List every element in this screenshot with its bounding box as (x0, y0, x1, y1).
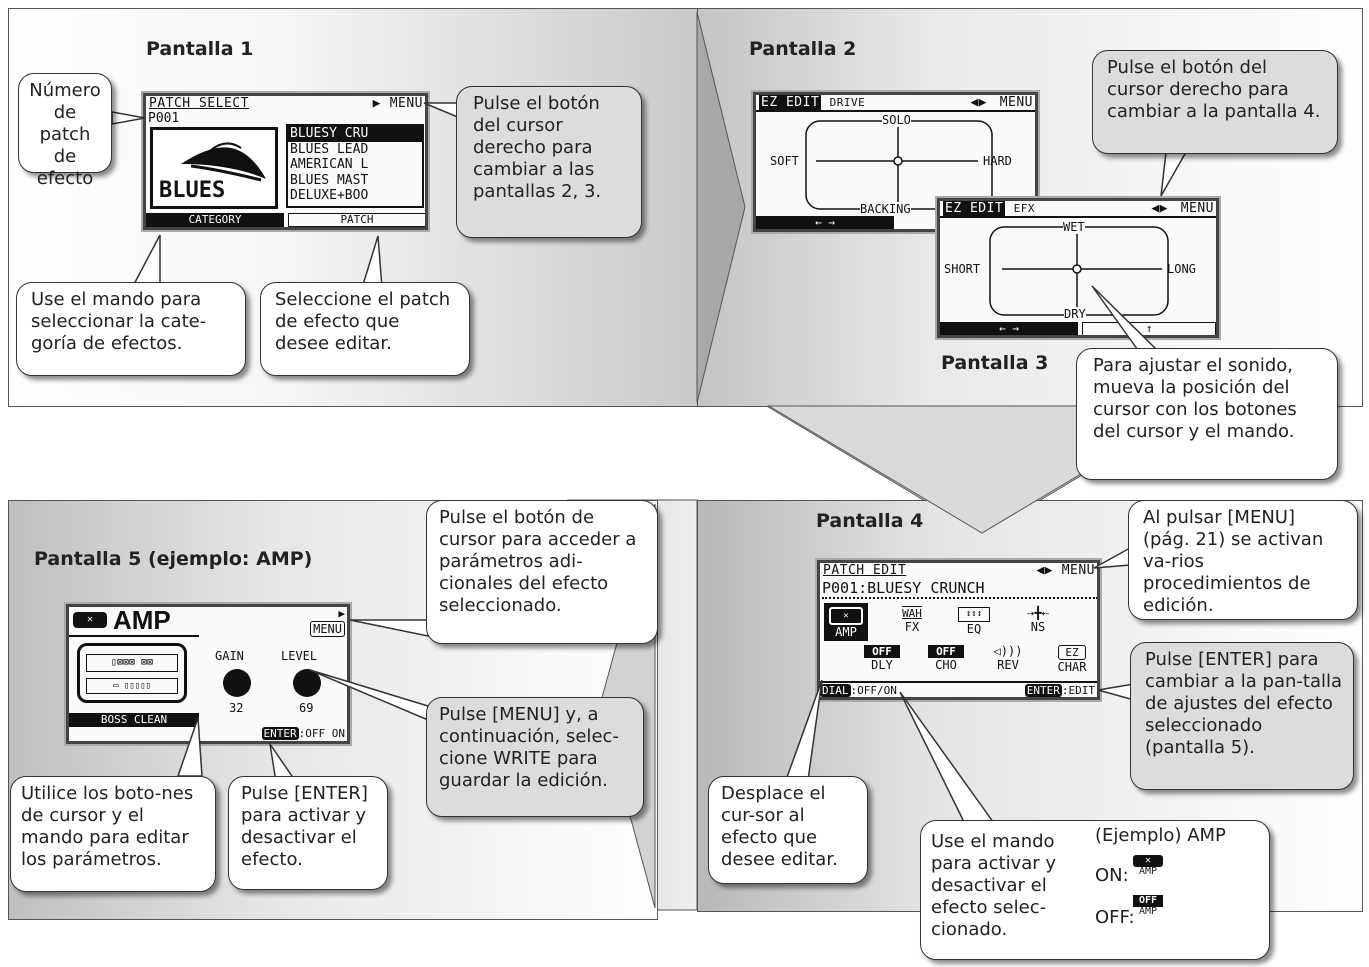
screen-1-menu: MENU (389, 96, 423, 111)
screen-3-right-label: LONG (1167, 262, 1196, 276)
softkey-patch[interactable]: PATCH (288, 213, 425, 227)
ez-icon: EZ (1058, 645, 1086, 660)
cursor-right-icon: ▶ (338, 607, 345, 620)
screen-3-softkey-right[interactable]: ↑ (1082, 322, 1216, 335)
callout-menu-edit: Al pulsar [MENU] (pág. 21) se activan va… (1128, 500, 1358, 620)
level-label: LEVEL (281, 649, 318, 663)
cursor-lr-icon: ◀▶ (970, 95, 987, 110)
callout-dial-toggle: Use el mando para activar y desactivar e… (920, 820, 1270, 960)
patch-list: BLUESY CRU BLUES LEAD AMERICAN L BLUES M… (286, 124, 424, 208)
callout-enter-toggle: Pulse [ENTER] para activar y desactivar … (228, 776, 388, 890)
panel-2-title: Pantalla 2 (749, 38, 857, 60)
screen-2-top-label: SOLO (882, 113, 911, 127)
amp-icon: ✕ (1133, 855, 1163, 867)
callout-move-cursor: Desplace el cur-sor al efecto que desee … (708, 776, 868, 884)
ns-icon: ⇢╋⇠ (1027, 606, 1049, 620)
callout-adjust-sound: Para ajustar el sonido, mueva la posició… (1076, 348, 1338, 480)
fx-block-rev[interactable]: ◁))) REV (986, 643, 1030, 679)
example-on-icon: ✕ AMP (1131, 855, 1165, 877)
screen-2-bottom-label: BACKING (860, 202, 911, 216)
callout-enter-p5: Pulse [ENTER] para cambiar a la pan-tall… (1130, 642, 1354, 790)
screen-2-left-label: SOFT (770, 154, 799, 168)
callout-right-cursor-p1: Pulse el botón del cursor derecho para c… (456, 86, 642, 238)
screen-3-top-label: WET (1063, 220, 1085, 234)
patch-list-item[interactable]: BLUES LEAD (290, 141, 369, 157)
panel-1-title: Pantalla 1 (146, 38, 254, 60)
patch-list-item[interactable]: BLUESY CRU (288, 126, 422, 142)
screen-3-bottom-label: DRY (1064, 307, 1086, 321)
callout-additional-params: Pulse el botón de cursor para acceder a … (426, 500, 658, 644)
screen-4-patch-name: P001:BLUESY CRUNCH (822, 579, 1097, 599)
callout-patch-number: Número de patch de efecto (18, 73, 112, 189)
category-name: BLUES (159, 178, 226, 203)
level-value: 69 (299, 701, 314, 715)
patch-list-item[interactable]: DELUXE+BOO (290, 188, 369, 203)
fx-block-dly[interactable]: OFF DLY (860, 643, 904, 679)
screen-1-header: PATCH SELECT ▶ MENU (149, 96, 423, 111)
screen-4-footer: DIAL:OFF/ON ENTER:EDIT (820, 681, 1097, 697)
cursor-lr-icon: ◀▶ (1151, 201, 1168, 216)
callout-write: Pulse [MENU] y, a continuación, selec-ci… (426, 697, 644, 817)
amp-icon: ✕ (829, 607, 863, 625)
example-off-icon: OFF AMP (1131, 895, 1165, 917)
cursor-right-icon: ▶ (372, 96, 381, 111)
wah-icon: WAH (902, 607, 922, 620)
callout-dial-toggle-text: Use el mando para activar y desactivar e… (931, 831, 1057, 940)
off-icon: OFF (864, 645, 900, 658)
fx-block-amp[interactable]: ✕ AMP (824, 603, 868, 641)
category-box: BLUES (150, 127, 278, 209)
screen-4-header: PATCH EDIT ◀▶ MENU (823, 563, 1095, 578)
example-title: (Ejemplo) AMP (1095, 825, 1226, 846)
callout-select-patch: Seleccione el patch de efecto que desee … (260, 282, 470, 376)
example-on-label: ON: (1095, 865, 1129, 886)
gain-knob[interactable] (223, 669, 251, 697)
screen-3-header: EZ EDIT EFX ◀▶ MENU (940, 201, 1216, 218)
screen-2-header: EZ EDIT DRIVE ◀▶ MENU (756, 95, 1035, 112)
panel-3-title: Pantalla 3 (941, 352, 1049, 374)
screen-2-right-label: HARD (983, 154, 1012, 168)
patch-list-item[interactable]: AMERICAN L (290, 157, 369, 172)
fx-block-eq[interactable]: ↕↕↕ EQ (952, 603, 996, 641)
gain-value: 32 (229, 701, 244, 715)
screen-5-footer: ENTER:OFF ON (261, 727, 345, 740)
screen-3-softkey-left[interactable]: ← → (940, 322, 1078, 335)
level-knob[interactable] (293, 669, 321, 697)
off-icon: OFF (928, 645, 964, 658)
panel-4-title: Pantalla 4 (816, 510, 924, 532)
hat-icon (181, 142, 266, 182)
screen-5-menu[interactable]: MENU (310, 621, 345, 637)
screen-3-left-label: SHORT (944, 262, 981, 276)
callout-edit-params: Utilice los boto-nes de cursor y el mand… (10, 776, 216, 892)
screen-4-lcd: PATCH EDIT ◀▶ MENU P001:BLUESY CRUNCH ✕ … (815, 558, 1102, 702)
panel-5-title: Pantalla 5 (ejemplo: AMP) (34, 548, 313, 570)
rev-icon: ◁))) (993, 644, 1023, 658)
screen-3-lcd: EZ EDIT EFX ◀▶ MENU WET SHORT LONG DRY ←… (935, 196, 1221, 340)
gain-label: GAIN (215, 649, 244, 663)
screen-1-patch-no: P001 (148, 111, 180, 126)
patch-list-item[interactable]: BLUES MAST (290, 172, 369, 188)
amp-icon: ✕ (73, 612, 107, 628)
eq-icon: ↕↕↕ (958, 607, 990, 622)
example-off-label: OFF: (1095, 907, 1135, 928)
fx-block-char[interactable]: EZ CHAR (1057, 645, 1087, 674)
amp-type-label[interactable]: BOSS CLEAN (69, 713, 199, 727)
screen-5-header: ✕ AMP (69, 607, 199, 637)
callout-select-category: Use el mando para seleccionar la cate-go… (16, 282, 246, 376)
off-icon: OFF (1133, 895, 1163, 907)
screen-1-lcd: PATCH SELECT ▶ MENU P001 BLUES BLUESY CR… (141, 91, 430, 232)
fx-block-fx[interactable]: WAH FX (890, 603, 934, 641)
amp-graphic: ▯⊠⊠⊠ ⊠⊠ ▭ ▯▯▯▯▯ (77, 643, 187, 703)
fx-block-cho[interactable]: OFF CHO (924, 643, 968, 679)
cursor-lr-icon: ◀▶ (1036, 563, 1053, 578)
fx-block-ns[interactable]: ⇢╋⇠ NS (1016, 603, 1060, 641)
screen-5-lcd: ✕ AMP ▶ MENU ▯⊠⊠⊠ ⊠⊠ ▭ ▯▯▯▯▯ GAIN LEVEL … (64, 602, 352, 746)
softkey-category[interactable]: CATEGORY (146, 213, 284, 227)
screen-2-softkey[interactable]: ← → (756, 216, 894, 229)
callout-right-cursor-p2: Pulse el botón del cursor derecho para c… (1092, 50, 1338, 154)
